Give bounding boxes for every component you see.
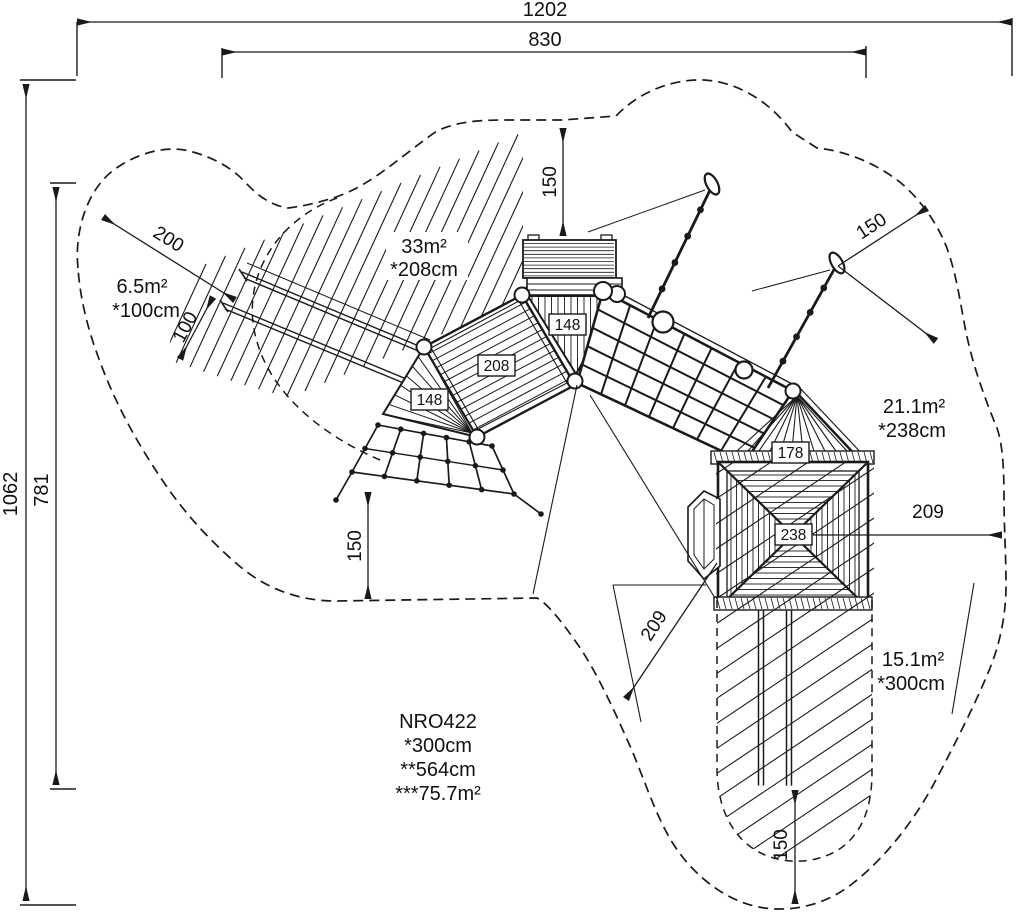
safety-zone-outline [76,79,1007,910]
height-label-148-top: 148 [555,317,581,334]
access-ramp [219,262,431,390]
label-halo [386,232,468,280]
dim-label-150-top: 150 [540,166,561,198]
height-label-238: 238 [781,527,807,544]
dim-label-1202: 1202 [523,0,568,21]
hex-climbing-panel [687,490,721,581]
dim-label-150-diag: 150 [853,209,891,244]
dim-upper-right-clearance-b [837,265,939,344]
note-length: **564cm [400,759,476,781]
dim-lower-diagonal-clearance [623,562,718,702]
net-grid [581,304,784,452]
dim-ramp-inner-clearance [176,295,217,361]
height-label-208: 208 [484,358,510,375]
zone-slide-area: 15.1m² [882,649,945,671]
slide-zone-hatch [716,462,874,862]
stair-treads [524,243,614,277]
zone-net-height: *238cm [878,420,946,442]
zone-main-height: *208cm [390,259,458,281]
zone-main-area: 33m² [401,236,447,258]
net-tower-connector [725,395,857,462]
zone-net-area: 21.1m² [883,396,946,418]
climbing-net [575,285,867,464]
dim-label-150-slide: 150 [771,829,792,861]
dim-label-830: 830 [528,29,561,51]
corner-posts [415,281,802,446]
title-block: NRO422 *300cm **564cm ***75.7m² [395,711,481,805]
zone-slide-height: *300cm [877,673,945,695]
dimension-lines [20,18,1013,906]
slide [757,610,793,786]
dim-label-781: 781 [31,473,53,506]
note-fall-height: *300cm [404,735,472,757]
height-label-178: 178 [778,445,804,462]
ramp-zone-arc [251,197,381,461]
model-code: NRO422 [399,711,477,733]
note-area: ***75.7m² [395,783,481,805]
zone-labels: 33m² *208cm 6.5m² *100cm 21.1m² *238cm 1… [112,236,946,695]
slide-zone-outline [716,600,873,862]
leader-lines [532,384,975,723]
zone-ramp-area: 6.5m² [116,276,167,298]
dim-label-200: 200 [149,222,187,257]
platform-height-labels: 148 208 148 178 238 [410,313,813,546]
height-label-148-left: 148 [417,392,443,409]
dim-upper-right-clearance [837,204,929,267]
tower-bottom-beam [716,597,871,610]
dim-ramp-outer-clearance [101,213,237,304]
platform-decking [427,301,572,431]
dim-label-1062: 1062 [0,472,22,517]
rope-fan-climber [333,422,544,517]
dim-label-150-bottom: 150 [345,530,366,562]
dim-label-209-right: 209 [912,502,944,523]
rope-handle-loop [828,251,846,275]
zone-ramp-height: *100cm [112,300,180,322]
rope-handle-loop [703,172,721,196]
